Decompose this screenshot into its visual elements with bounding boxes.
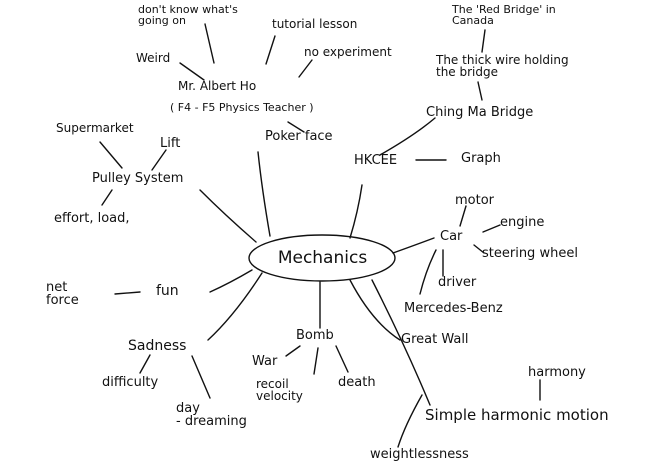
node-net-force: net force bbox=[46, 280, 79, 308]
node-bomb: Bomb bbox=[296, 328, 334, 343]
line-sadness-difficulty bbox=[139, 354, 151, 374]
node-tutorial-lesson: tutorial lesson bbox=[272, 17, 358, 31]
node-mr-albert-ho: Mr. Albert Ho bbox=[178, 79, 257, 93]
node-war: War bbox=[252, 354, 278, 369]
line-pulley-effort bbox=[101, 189, 113, 206]
node-thick-wire: The thick wire holding the bridge bbox=[436, 53, 569, 79]
node-death: death bbox=[338, 375, 376, 390]
line-car-mercedes bbox=[419, 249, 437, 295]
line-noexperiment-teacher bbox=[298, 59, 313, 78]
node-effort-load: effort, load, bbox=[54, 211, 130, 226]
node-red-bridge: The 'Red Bridge' in Canada bbox=[452, 3, 556, 27]
line-bomb-recoil bbox=[313, 347, 319, 375]
line-car-engine bbox=[482, 224, 501, 233]
node-fun: fun bbox=[156, 283, 179, 299]
line-center-fun bbox=[209, 269, 253, 293]
node-mercedes-benz: Mercedes-Benz bbox=[404, 301, 503, 316]
center-topic: Mechanics bbox=[277, 248, 368, 268]
node-lift: Lift bbox=[160, 136, 181, 151]
line-hkcee-bridge bbox=[379, 117, 436, 156]
node-steering-wheel: steering wheel bbox=[482, 246, 578, 261]
node-day-dreaming: day - dreaming bbox=[176, 401, 247, 429]
line-center-sadness bbox=[207, 272, 263, 341]
node-ching-ma-bridge: Ching Ma Bridge bbox=[426, 105, 534, 120]
node-poker-face: Poker face bbox=[265, 129, 333, 144]
line-center-hkcee bbox=[349, 184, 363, 239]
line-center-teacher bbox=[257, 151, 271, 237]
line-center-pulley bbox=[199, 189, 257, 243]
node-pulley-system: Pulley System bbox=[92, 171, 184, 186]
node-great-wall: Great Wall bbox=[401, 332, 469, 347]
node-difficulty: difficulty bbox=[102, 375, 159, 390]
node-graph: Graph bbox=[461, 151, 501, 166]
line-supermarket-pulley bbox=[99, 141, 123, 169]
line-dontknow-teacher bbox=[204, 23, 215, 64]
node-dont-know: don't know what's going on bbox=[138, 3, 238, 27]
node-hkcee: HKCEE bbox=[354, 153, 398, 168]
node-harmony: harmony bbox=[528, 365, 586, 380]
line-center-greatwall bbox=[349, 279, 401, 341]
line-redbridge-wire bbox=[481, 29, 486, 53]
line-netforce-fun bbox=[114, 291, 141, 295]
line-bomb-war bbox=[285, 345, 301, 357]
line-center-shm bbox=[371, 279, 431, 406]
line-lift-pulley bbox=[151, 149, 167, 171]
node-driver: driver bbox=[438, 275, 477, 290]
line-teacher-pokerface bbox=[287, 121, 305, 133]
node-engine: engine bbox=[500, 215, 545, 230]
node-weightlessness: weightlessness bbox=[370, 447, 469, 462]
node-sadness: Sadness bbox=[128, 338, 187, 354]
line-motor-car bbox=[459, 205, 467, 227]
node-supermarket: Supermarket bbox=[56, 121, 134, 135]
line-bomb-death bbox=[335, 345, 349, 373]
node-weird: Weird bbox=[136, 51, 171, 65]
node-simple-harmonic-motion: Simple harmonic motion bbox=[425, 406, 609, 424]
line-center-car bbox=[392, 237, 435, 254]
line-wire-bridge bbox=[477, 81, 483, 101]
node-physics-teacher: ( F4 - F5 Physics Teacher ) bbox=[170, 101, 314, 114]
line-sadness-daydreaming bbox=[191, 355, 211, 399]
line-shm-weightlessness bbox=[397, 394, 423, 448]
center-oval bbox=[248, 234, 396, 282]
line-car-steering bbox=[473, 244, 485, 254]
node-no-experiment: no experiment bbox=[304, 45, 392, 59]
node-car: Car bbox=[440, 229, 463, 244]
line-weird-teacher bbox=[179, 62, 205, 81]
node-recoil-velocity: recoil velocity bbox=[256, 377, 303, 403]
node-motor: motor bbox=[455, 193, 495, 208]
line-tutorial-teacher bbox=[265, 35, 276, 65]
